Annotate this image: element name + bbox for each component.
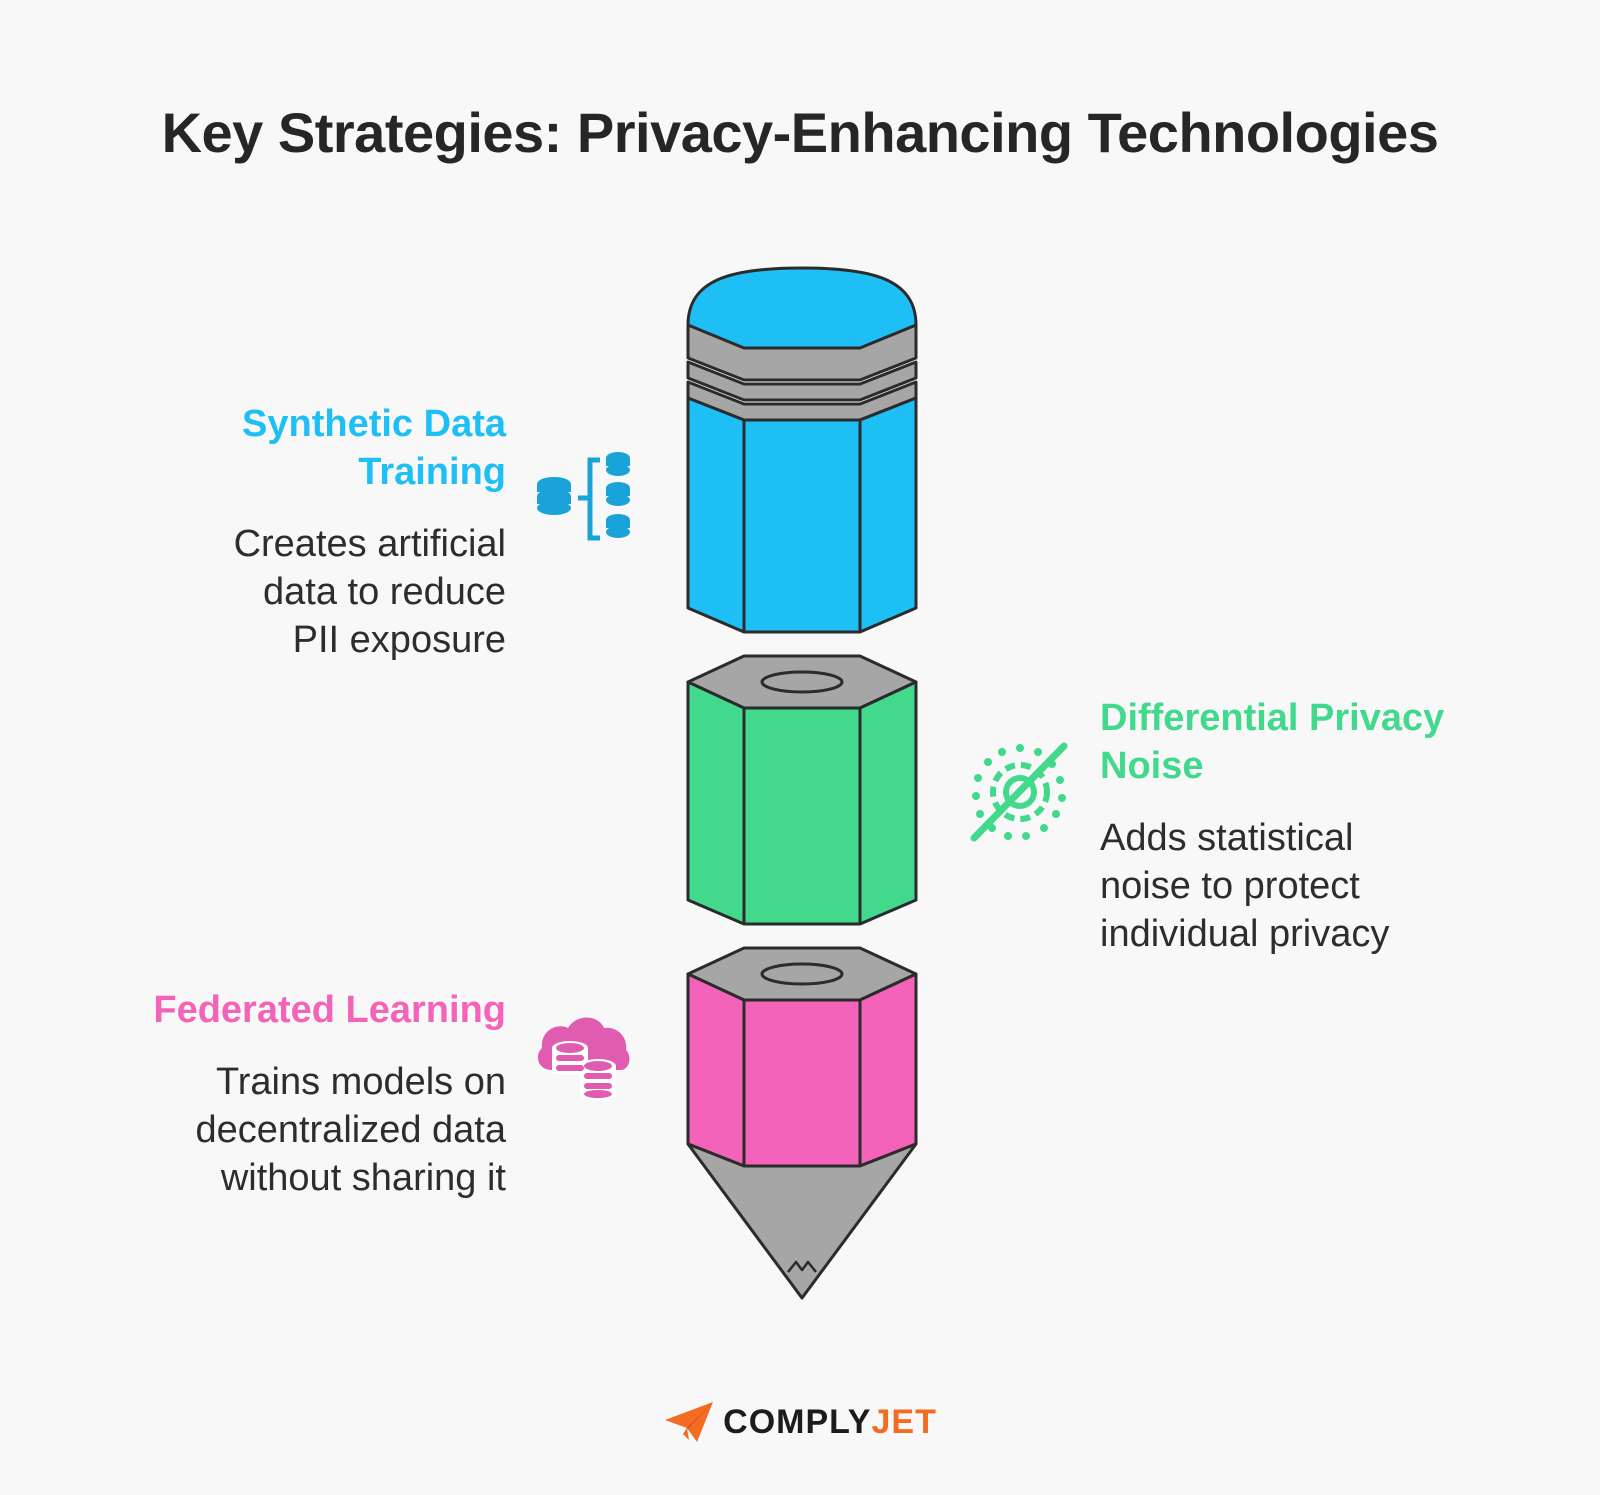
paper-plane-icon [665,1402,714,1442]
synthetic-data-heading: Synthetic Data Training [242,403,506,493]
page-title: Key Strategies: Privacy-Enhancing Techno… [161,101,1439,164]
differential-privacy-block: Differential Privacy Noise Adds statisti… [1100,694,1520,958]
pencil-segment-federated [686,946,918,1300]
federated-learning-block: Federated Learning Trains models on dece… [86,986,506,1202]
synthetic-data-block: Synthetic Data Training Creates artifici… [86,400,506,664]
differential-privacy-heading: Differential Privacy Noise [1100,697,1445,787]
database-split-icon [537,452,630,541]
brand-logo-text: COMPLYJET [723,1403,937,1442]
pencil-segment-differential [686,654,918,926]
federated-learning-description: Trains models on decentralized data with… [195,1061,506,1199]
cloud-database-icon [537,1017,630,1101]
pencil-segment-synthetic [686,266,918,634]
brand-footer: COMPLYJET [0,1400,1600,1444]
noise-target-slash-icon [970,742,1068,842]
brand-name-part2: JET [871,1402,937,1441]
federated-learning-heading: Federated Learning [153,989,506,1031]
differential-privacy-description: Adds statistical noise to protect indivi… [1100,817,1390,955]
brand-name-part1: COMPLY [723,1402,872,1441]
synthetic-data-description: Creates artificial data to reduce PII ex… [233,523,506,661]
